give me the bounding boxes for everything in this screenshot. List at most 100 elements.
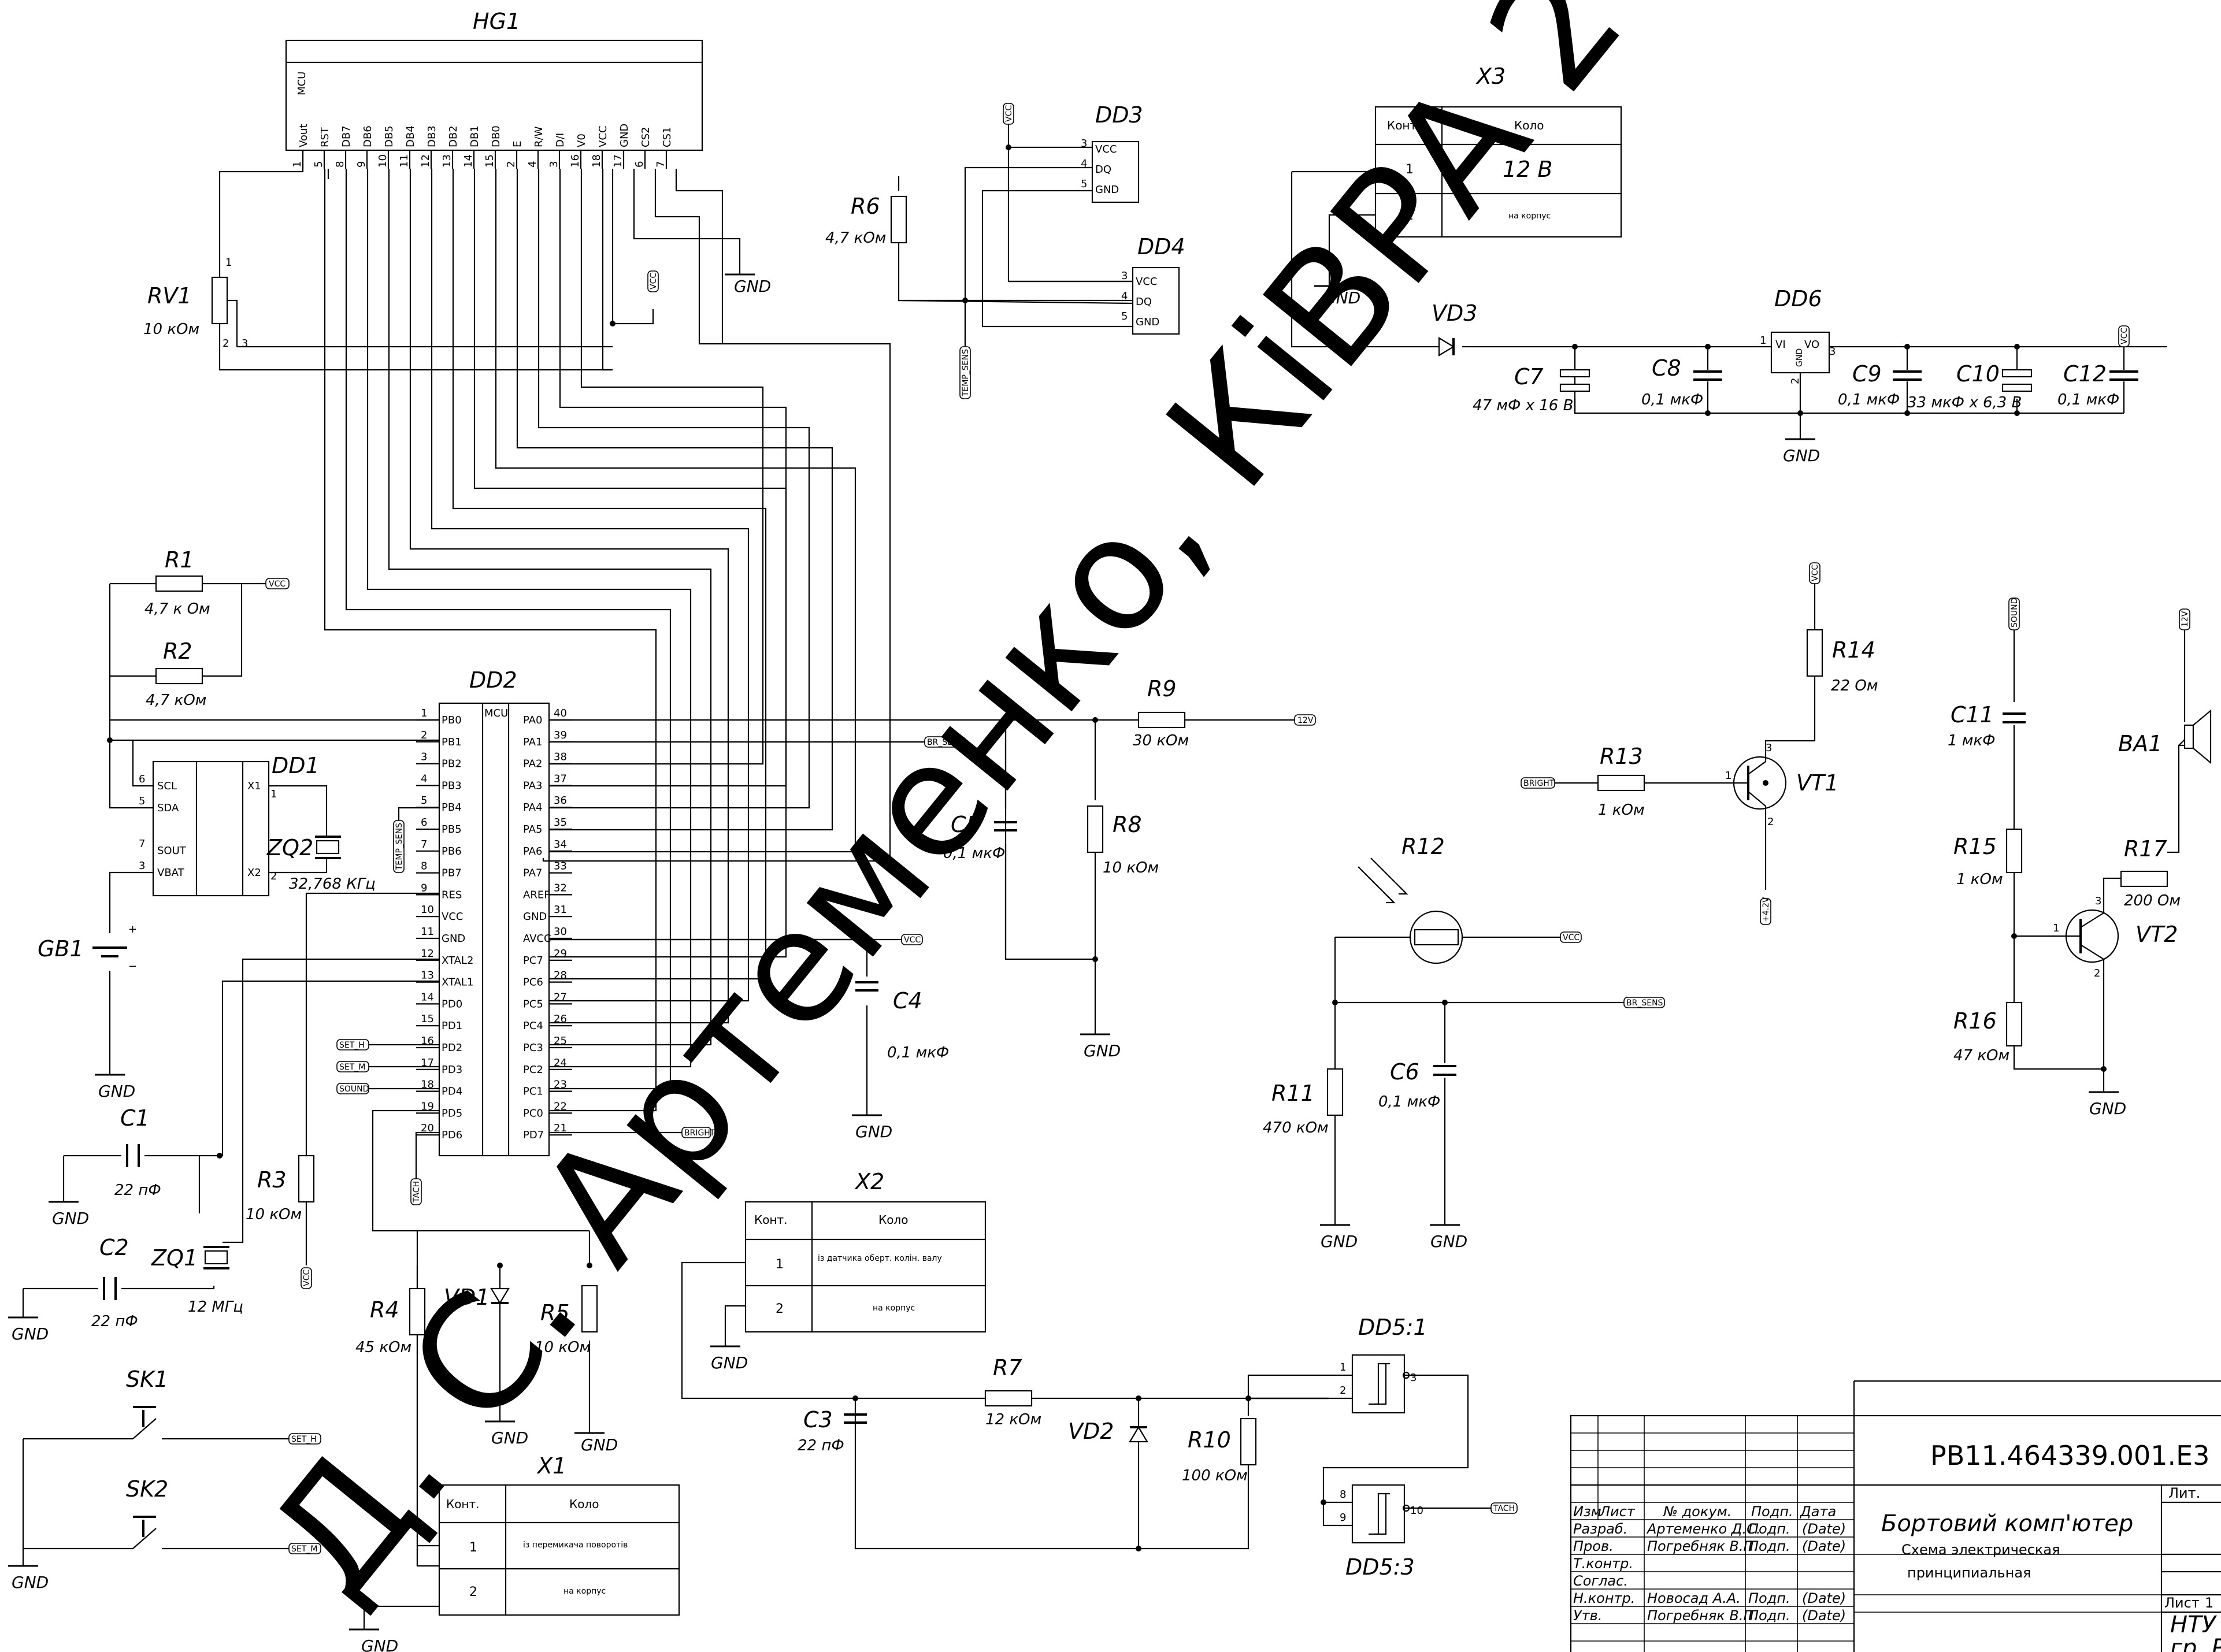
- hg1-pin-number: 9: [355, 161, 368, 168]
- dd2-left-pin-name: XTAL2: [442, 955, 473, 967]
- dd1-left-pin-name: SDA: [157, 802, 179, 814]
- svg-text:2: 2: [2094, 967, 2100, 979]
- r14-ref: R14: [1832, 637, 1875, 663]
- dd2-left-pin-number: 13: [421, 970, 434, 982]
- vcc-net: VCC: [1811, 565, 1820, 581]
- dd2-right-pin-name: PA2: [523, 758, 542, 770]
- dd2-left-pin-name: RES: [442, 889, 462, 901]
- svg-text:9: 9: [1340, 1512, 1346, 1524]
- r10-value: 100 кОм: [1182, 1467, 1248, 1484]
- bright-net: BRIGHT: [1523, 779, 1555, 788]
- r6-body: [890, 195, 907, 244]
- dd2-left-pin-number: 19: [421, 1100, 434, 1112]
- vcc-net: VCC: [269, 580, 285, 589]
- stamp-role: Утв.: [1573, 1608, 1602, 1624]
- x3-t1: 12 В: [1503, 157, 1553, 182]
- c1-ref: C1: [120, 1105, 150, 1131]
- x1-t1: із перемикача поворотів: [523, 1540, 628, 1550]
- x2-ref: X2: [854, 1169, 884, 1194]
- r9-value: 30 кОм: [1133, 732, 1189, 749]
- svg-text:2: 2: [1767, 816, 1774, 828]
- hg1-pin-name: DB1: [469, 125, 481, 147]
- r7-ref: R7: [993, 1355, 1022, 1380]
- svg-text:1: 1: [1725, 770, 1731, 782]
- hg1-pin-number: 13: [441, 154, 453, 168]
- title-block: РВ11.464339.001.Е3 Бортовий комп'ютер Сх…: [1570, 1380, 2221, 1652]
- gnd-label: GND: [855, 1122, 892, 1141]
- dd2-left-pin-name: PD4: [442, 1086, 462, 1098]
- dd2-left-pin-name: PD6: [442, 1129, 462, 1141]
- vcc-net: VCC: [1563, 933, 1579, 942]
- x3-n2: 2: [1406, 209, 1414, 223]
- dd2-left-pin-name: PB1: [442, 736, 462, 748]
- rv1-value: 10 кОм: [143, 321, 199, 338]
- c2-ref: C2: [99, 1235, 129, 1260]
- gb1-battery: + − GB1: [38, 923, 137, 972]
- svg-text:3: 3: [242, 337, 248, 350]
- gnd-label: GND: [734, 277, 771, 296]
- rv1-body: [211, 276, 228, 325]
- hg1-pin-name: V0: [576, 133, 588, 147]
- hg1-chip-label: MCU: [296, 72, 308, 95]
- hg1-pin-name: GND: [618, 124, 631, 147]
- junctions: [107, 144, 2107, 1551]
- stamp-org2: гр. Р: [2170, 1635, 2221, 1652]
- c10-value: 33 мкФ x 6,3 В: [1907, 394, 2022, 411]
- zq1-value: 12 МГц: [188, 1298, 243, 1316]
- switches: SK1 SK2: [126, 1367, 168, 1549]
- stamp-sign: Подп.: [1748, 1590, 1790, 1606]
- dd2-right-pin-name: PC3: [523, 1042, 543, 1054]
- hg1-pin-number: 5: [313, 161, 325, 168]
- p42-net: +4.2V: [1762, 897, 1771, 922]
- dd2-left-pin-number: 6: [421, 816, 427, 829]
- dd2-left-pin-number: 1: [421, 707, 427, 719]
- stamp-date: (Date): [1802, 1590, 1846, 1606]
- hg1-pin-number: 10: [377, 154, 389, 168]
- c7-value: 47 мФ x 16 В: [1473, 397, 1573, 414]
- dd6-regulator: DD6 VI VO GND 1 3 2: [1760, 286, 1836, 384]
- hg1-pin-number: 15: [484, 154, 496, 168]
- stamp-sign: Подп.: [1748, 1608, 1790, 1624]
- r2-value: 4,7 кОм: [146, 692, 206, 709]
- sensor-pin-number: 5: [1121, 310, 1128, 322]
- vcc-net: VCC: [649, 273, 658, 289]
- dd2-right-pin-number: 29: [554, 948, 567, 960]
- dd2-left-pin-name: PD2: [442, 1042, 462, 1054]
- svg-text:1: 1: [1340, 1361, 1346, 1373]
- dd2-right-pin-name: PC2: [523, 1064, 543, 1076]
- dd6-pin1: 1: [1760, 335, 1766, 347]
- stamp-col-header: № докум.: [1662, 1503, 1731, 1520]
- hg1-pin-name: DB7: [340, 125, 353, 147]
- dd6-vo: VO: [1804, 339, 1819, 351]
- gnd-label: GND: [711, 1353, 748, 1372]
- svg-text:2: 2: [1340, 1384, 1346, 1397]
- zq2-value: 32,768 КГц: [289, 875, 376, 893]
- dd2-left-pin-number: 14: [421, 991, 434, 1003]
- x1-h2: Коло: [569, 1497, 599, 1511]
- dd1-left-pin-name: VBAT: [157, 867, 185, 879]
- svg-text:3: 3: [2095, 895, 2101, 907]
- crystals: ZQ2 32,768 КГц ZQ1 12 МГц: [151, 835, 376, 1316]
- resistors: R1 4,7 к Ом R2 4,7 кОм R3 10 кОм R4 45 к…: [143, 194, 2181, 1484]
- stamp-name: Погребняк В.П.: [1647, 1538, 1758, 1554]
- zq1-ref: ZQ1: [151, 1245, 198, 1271]
- sensor-pin-number: 4: [1121, 290, 1128, 302]
- set-h-net: SET_H: [339, 1041, 365, 1050]
- gnd-label: GND: [1783, 446, 1820, 465]
- hg1-pin-name: DB5: [383, 125, 395, 147]
- dd6-ref: DD6: [1774, 286, 1822, 311]
- br-sens-net: BR_SENS: [927, 738, 964, 747]
- stamp-sign: Подп.: [1748, 1538, 1790, 1554]
- dd2-right-pin-number: 33: [554, 860, 567, 873]
- r1-value: 4,7 к Ом: [144, 600, 210, 618]
- c8-ref: C8: [1652, 355, 1681, 381]
- r6-ref: R6: [851, 194, 880, 219]
- r13-body: [1597, 774, 1645, 792]
- stamp-subtitle1: Схема электрическая: [1901, 1542, 2060, 1558]
- dd2-left-pin-number: 12: [421, 948, 434, 960]
- stamp-name: Артеменко Д.С.: [1646, 1521, 1761, 1537]
- dd2-right-pin-number: 32: [554, 882, 567, 894]
- gnd-label: GND: [12, 1573, 49, 1592]
- hg1-pin-number: 8: [334, 161, 346, 168]
